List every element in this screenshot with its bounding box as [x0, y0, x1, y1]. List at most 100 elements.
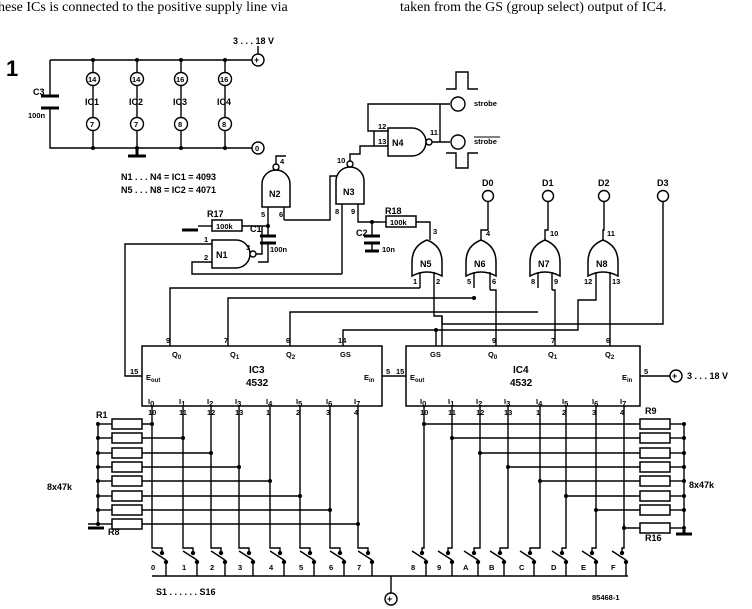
- switch-lever: [210, 550, 226, 561]
- ic4-q1-pin: 7: [551, 336, 555, 345]
- ic4-input-letter: I1: [448, 397, 454, 408]
- junction-dot: [682, 479, 686, 483]
- n1-pin-3: 3: [246, 243, 250, 252]
- switches-label: S1 . . . . . . S16: [156, 587, 216, 597]
- left-resistor-net: [142, 406, 331, 511]
- switch-contact: [445, 550, 451, 556]
- right-resistor-net: [423, 406, 640, 425]
- r18-value: 100k: [390, 218, 408, 227]
- array-left-value: 8x47k: [47, 482, 73, 492]
- plus-terminal-top: +: [254, 55, 259, 65]
- right-array-ground: [676, 530, 692, 536]
- right-resistor: [639, 504, 671, 516]
- c3-label: C3: [33, 87, 45, 97]
- ic1-label: IC1: [85, 97, 99, 107]
- n2-label: N2: [269, 189, 281, 199]
- n1-pin-1: 1: [204, 235, 208, 244]
- switch-label: E: [581, 563, 586, 572]
- right-resistor-net: [595, 406, 640, 511]
- svg-text:Q0: Q0: [488, 350, 498, 361]
- ic4-encoder: IC4 4532 9 7 6 GS Q0 Q1 Q2 Eout 15 Ein 5…: [396, 336, 728, 407]
- switch-contact: [307, 550, 313, 556]
- switch-label: 5: [299, 563, 303, 572]
- switch-label: 4: [269, 563, 274, 572]
- right-resistor: [639, 447, 671, 459]
- switch-label: 0: [151, 563, 155, 572]
- or-gates: N5 N6 N7 N8 4 10 11 1 2 5 6 8 9 12 13: [411, 201, 620, 290]
- n6-label: N6: [474, 259, 486, 269]
- svg-text:Ein: Ein: [622, 373, 633, 384]
- n8-pin-a: 12: [584, 277, 592, 286]
- switch-lead: [529, 481, 541, 553]
- ic4-eout-pin: 15: [396, 367, 404, 376]
- ic3-vcc-pin: 16: [176, 75, 184, 84]
- ic4-input-pin: 4: [620, 408, 625, 417]
- plus-terminal-right: +: [672, 371, 677, 381]
- n2-pin-a: 5: [261, 210, 265, 219]
- junction-dot: [96, 465, 100, 469]
- switch-contact: [559, 550, 565, 556]
- switch-lever: [357, 550, 373, 561]
- resistor-array-right: [422, 406, 692, 536]
- ic1-vcc-pin: 14: [88, 75, 97, 84]
- c3-value: 100n: [28, 111, 46, 120]
- ic4-q2-letter: Q: [605, 350, 611, 359]
- n3-pin-a: 8: [335, 207, 339, 216]
- junction-dot: [96, 422, 100, 426]
- r17-label: R17: [207, 209, 224, 219]
- left-resistor: [111, 490, 143, 502]
- right-resistor: [639, 418, 671, 430]
- ic4-gnd-pin: 8: [222, 120, 226, 129]
- switch-lever: [519, 550, 535, 561]
- switch-label: 6: [329, 563, 333, 572]
- ic3-eout-sub: out: [151, 378, 160, 384]
- svg-text:Eout: Eout: [146, 373, 160, 384]
- right-resistor-net: [539, 406, 640, 482]
- switch-contact: [419, 550, 425, 556]
- d2-label: D2: [598, 178, 610, 188]
- n6-pin-b: 6: [492, 277, 496, 286]
- ic4-vcc-pin: 16: [220, 75, 228, 84]
- r8-label: R8: [108, 527, 120, 537]
- ic4-input-pin: 2: [562, 408, 566, 417]
- switch-lever: [437, 550, 453, 561]
- right-resistor: [639, 490, 671, 502]
- n7-label: N7: [538, 259, 550, 269]
- switch-contact: [365, 550, 371, 556]
- n5-pin-a: 1: [413, 277, 417, 286]
- left-resistor: [111, 504, 143, 516]
- right-resistor: [639, 522, 671, 534]
- r17-value: 100k: [216, 222, 234, 231]
- switch-contact: [471, 550, 477, 556]
- switch-lead: [329, 510, 341, 553]
- legend-line-1: N1 . . . N4 = IC1 = 4093: [121, 172, 216, 182]
- n4-pin-b: 13: [378, 137, 386, 146]
- switch-lever: [489, 550, 505, 561]
- ic3-input-letter: I4: [266, 397, 273, 408]
- gate-n2: N2 4 5 6: [261, 155, 338, 226]
- left-resistor: [111, 447, 143, 459]
- d3-label: D3: [657, 178, 669, 188]
- n1-pin-2: 2: [204, 253, 208, 262]
- ic3-input-pin: 3: [326, 408, 330, 417]
- ic3-q0-sub: 0: [178, 355, 182, 361]
- switch-contact: [589, 550, 595, 556]
- switch-label: C: [519, 563, 525, 572]
- switch-lever: [269, 550, 285, 561]
- ic3-type: 4532: [246, 378, 269, 389]
- n5-label: N5: [420, 259, 432, 269]
- c1-value: 100n: [270, 245, 288, 254]
- c2-value: 10n: [382, 245, 395, 254]
- ic1-gnd-pin: 7: [90, 120, 94, 129]
- ic4-input-letter: I6: [592, 397, 598, 408]
- switch-label: F: [611, 563, 616, 572]
- switch-label: 3: [238, 563, 242, 572]
- switch-lever: [182, 550, 198, 561]
- ic3-gs-pin: 14: [338, 336, 347, 345]
- switch-label: 9: [437, 563, 441, 572]
- right-resistor-net: [565, 406, 640, 497]
- switch-lead: [473, 453, 481, 553]
- legend-line-2: N5 . . . N8 = IC2 = 4071: [121, 185, 216, 195]
- ic4-input-pin: 3: [592, 408, 596, 417]
